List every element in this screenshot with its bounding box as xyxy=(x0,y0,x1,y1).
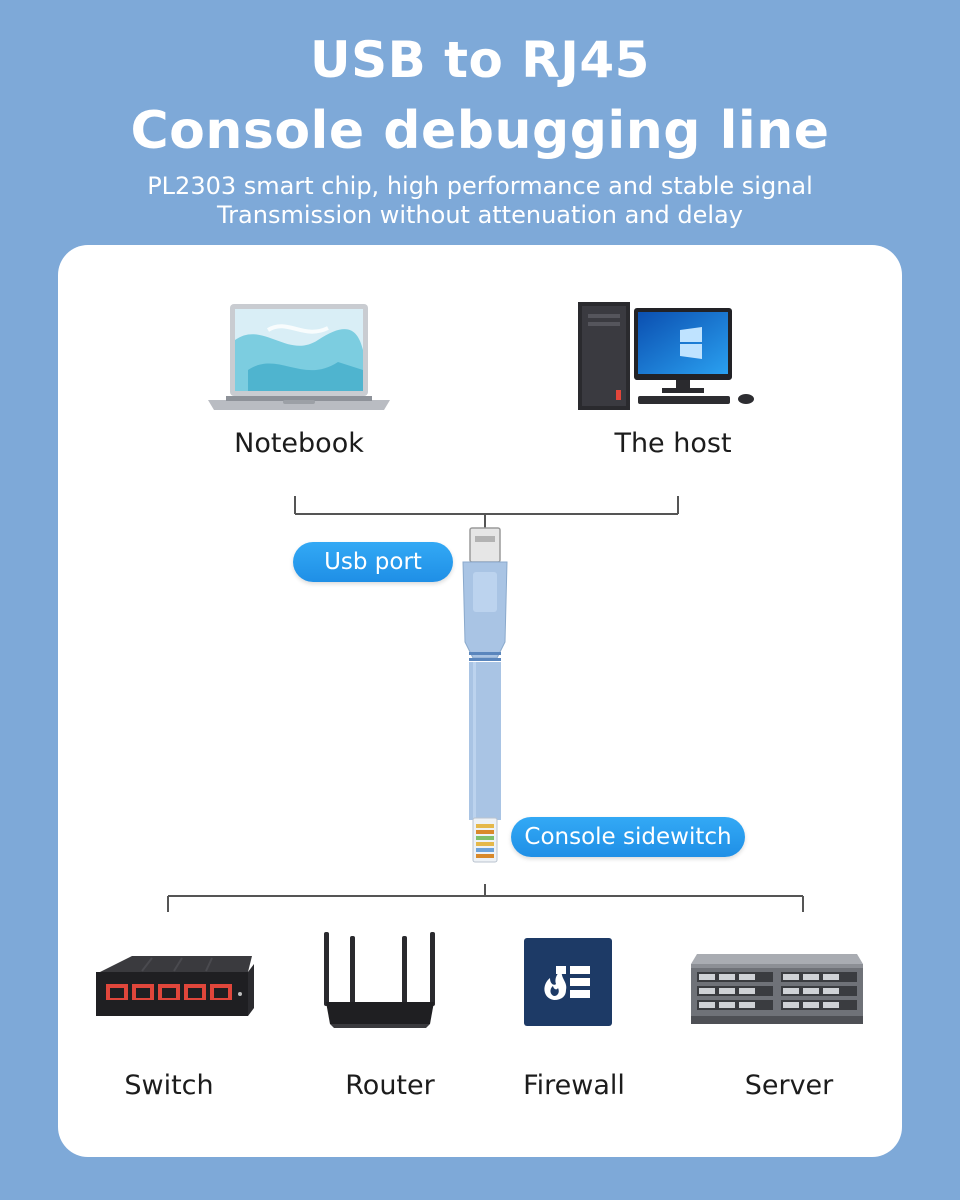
usb-port-badge: Usb port xyxy=(293,542,453,582)
subtitle-line-2: Transmission without attenuation and del… xyxy=(217,201,743,229)
firewall-label: Firewall xyxy=(523,1070,625,1101)
firewall-icon xyxy=(524,938,612,1026)
laptop-icon xyxy=(208,304,390,410)
notebook-label: Notebook xyxy=(234,428,364,459)
router-label: Router xyxy=(345,1070,435,1101)
server-icon xyxy=(691,954,863,1024)
network-switch-icon xyxy=(96,956,254,1016)
switch-label: Switch xyxy=(124,1070,214,1101)
usb-rj45-cable xyxy=(462,527,508,863)
usb-plug xyxy=(469,527,501,563)
desktop-computer-icon xyxy=(578,302,754,410)
host-label: The host xyxy=(614,428,732,459)
subtitle-line-1: PL2303 smart chip, high performance and … xyxy=(147,172,813,200)
console-side-badge: Console sidewitch xyxy=(511,817,745,857)
server-label: Server xyxy=(744,1070,834,1101)
router-icon xyxy=(324,932,435,1028)
page-title-line-1: USB to RJ45 xyxy=(310,31,650,89)
page-title-line-2: Console debugging line xyxy=(130,101,830,161)
